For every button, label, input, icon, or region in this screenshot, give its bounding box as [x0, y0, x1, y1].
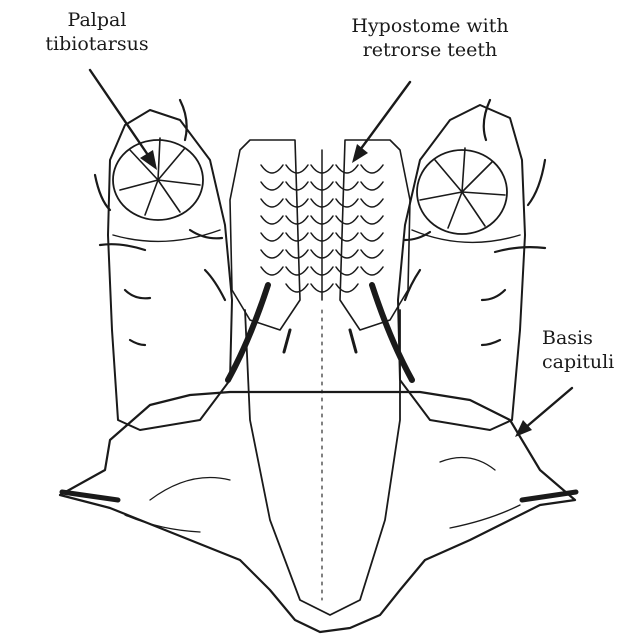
arrowhead-hypostome: [352, 144, 368, 163]
hypostome-tooth: [261, 267, 283, 275]
hypostome-tooth: [336, 233, 358, 241]
label-basis-line1: Basis: [542, 326, 642, 350]
hypostome-tooth: [286, 284, 308, 292]
hypostome-tooth: [361, 165, 383, 173]
hypostome-tooth: [336, 182, 358, 190]
spur-right: [522, 492, 576, 500]
hypostome-tooth: [261, 233, 283, 241]
basis-inner-contour-left: [125, 478, 230, 533]
hypostome-tooth: [336, 250, 358, 258]
arrowhead-palpal-tibiotarsus: [140, 150, 157, 170]
hypostome-tooth: [261, 199, 283, 207]
arrowhead-basis-capituli: [515, 420, 532, 437]
ventral-seta-small-right: [350, 330, 356, 352]
hypostome-tooth: [261, 250, 283, 258]
arrow-basis-capituli: [525, 388, 572, 428]
hypostome-tooth: [286, 250, 308, 258]
arrow-palpal-tibiotarsus: [90, 70, 150, 158]
hypostome-tooth: [361, 267, 383, 275]
label-palpal-tibiotarsus: Palpal tibiotarsus: [22, 8, 172, 56]
label-hypostome: Hypostome with retrorse teeth: [305, 14, 555, 62]
hypostome-tooth: [336, 199, 358, 207]
hypostome-teeth: [261, 150, 383, 300]
hypostome-tooth: [261, 165, 283, 173]
hypostome-tooth: [286, 267, 308, 275]
label-basis-capituli: Basis capituli: [536, 326, 642, 374]
left-palp-setae: [95, 100, 225, 345]
hypostome-tooth: [336, 165, 358, 173]
hypostome-tooth: [336, 267, 358, 275]
label-palpal-line1: Palpal: [22, 8, 172, 32]
hypostome-tooth: [361, 233, 383, 241]
hypostome-tooth: [361, 216, 383, 224]
label-hypostome-line1: Hypostome with: [305, 14, 555, 38]
hypostome-tooth: [261, 216, 283, 224]
hypostome-tooth: [361, 199, 383, 207]
hypostome-tooth: [261, 182, 283, 190]
label-hypostome-line2: retrorse teeth: [305, 38, 555, 62]
ventral-seta-small-left: [284, 330, 290, 352]
hypostome-tooth: [336, 284, 358, 292]
label-basis-line2: capituli: [542, 350, 642, 374]
basis-inner-contour-right: [440, 458, 520, 529]
hypostome-tooth: [286, 233, 308, 241]
left-palp-outline: [108, 110, 232, 430]
label-palpal-line2: tibiotarsus: [22, 32, 172, 56]
right-palp-outline: [398, 105, 525, 430]
hypostome-tooth: [336, 216, 358, 224]
hypostome-tooth: [361, 182, 383, 190]
hypostome-tooth: [286, 165, 308, 173]
hypostome-tooth: [361, 250, 383, 258]
